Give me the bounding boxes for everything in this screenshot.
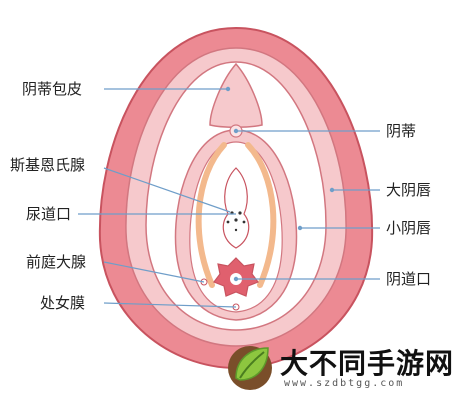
leader-hymen: [103, 302, 237, 308]
urethral-dot: [226, 220, 230, 224]
vestibular-bulb-right: [245, 142, 277, 288]
watermark-url: www.szdbtgg.com: [284, 378, 405, 389]
urethral-dot: [242, 220, 246, 224]
label-vaginal: 阴道口: [386, 270, 432, 288]
urethral-dot: [238, 211, 242, 215]
label-clitoris: 阴蒂: [386, 122, 417, 140]
label-hymen: 处女膜: [40, 294, 86, 312]
vestibular-bulb-left: [195, 142, 227, 288]
label-bartholin: 前庭大腺: [26, 253, 87, 271]
watermark-title: 大不同手游网: [280, 347, 455, 380]
leader-dot: [233, 276, 239, 282]
urethral-region: [222, 167, 250, 249]
leader-dots: [225, 86, 335, 282]
label-labia-majora: 大阴唇: [386, 181, 432, 199]
urethral-dot: [234, 218, 238, 222]
leader-skenes: [103, 167, 231, 213]
leader-lines: [78, 88, 380, 308]
label-skenes: 斯基恩氏腺: [10, 156, 86, 174]
leader-dot: [233, 128, 239, 134]
leader-bartholin: [103, 261, 205, 283]
leader-dot: [297, 225, 303, 231]
leader-dot: [225, 86, 231, 92]
label-urethral: 尿道口: [26, 205, 72, 223]
leader-dot: [329, 187, 335, 193]
urethral-dot: [234, 228, 238, 232]
leaf-logo-icon: [228, 346, 272, 390]
label-prepuce: 阴蒂包皮: [22, 80, 83, 98]
watermark: 大不同手游网 www.szdbtgg.com: [222, 338, 468, 396]
label-labia-minora: 小阴唇: [386, 219, 432, 237]
